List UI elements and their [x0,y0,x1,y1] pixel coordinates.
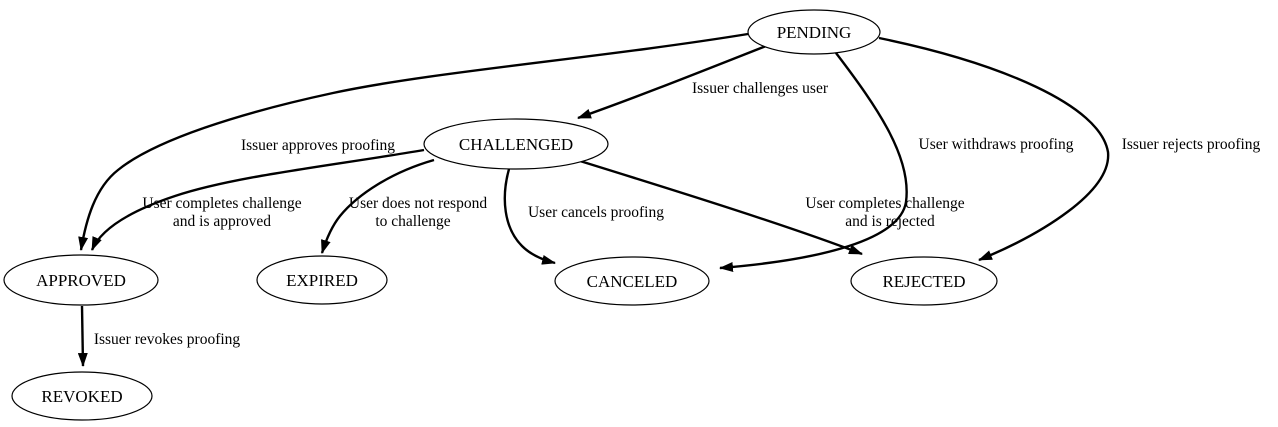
state-label-expired: EXPIRED [286,271,358,290]
nodes: PENDING CHALLENGED APPROVED EXPIRED CANC… [3,9,998,421]
state-node-expired: EXPIRED [256,255,388,305]
edge-label-issuer-approves-proofing: Issuer approves proofing [241,137,395,154]
edge-challenged-canceled [503,168,556,265]
edge-label-user-completes-challenge-approved: User completes challenge and is approved [142,195,301,230]
edge-pending-canceled [719,52,908,272]
state-node-approved: APPROVED [3,254,159,306]
edge-challenged-rejected [579,159,863,256]
state-label-rejected: REJECTED [882,272,965,291]
edge-label-line: and is approved [173,213,271,230]
state-label-revoked: REVOKED [41,387,122,406]
state-node-canceled: CANCELED [554,256,710,306]
edge-pending-rejected [878,36,1110,262]
edge-label-user-completes-challenge-rejected: User completes challenge and is rejected [805,195,964,230]
state-ellipse-rejected [850,256,998,306]
state-ellipse-revoked [11,371,153,421]
state-label-approved: APPROVED [36,271,126,290]
edge-label-user-withdraws-proofing: User withdraws proofing [919,136,1074,153]
state-ellipse-pending [747,9,881,55]
state-ellipse-approved [3,254,159,306]
edge-pending-approved [78,32,749,251]
state-node-rejected: REJECTED [850,256,998,306]
edge-pending-challenged [577,44,767,120]
edge-challenged-expired [320,158,435,254]
edge-label-line: User completes challenge [142,195,301,212]
edge-challenged-approved [90,148,425,251]
edge-label-line: User does not respond [349,195,487,212]
edge-label-issuer-rejects-proofing: Issuer rejects proofing [1122,136,1261,153]
edge-label-line: to challenge [375,213,450,230]
edge-labels: Issuer challenges user Issuer approves p… [94,80,1261,348]
state-label-canceled: CANCELED [587,272,678,291]
state-node-challenged: CHALLENGED [423,118,609,170]
state-label-challenged: CHALLENGED [459,135,573,154]
state-label-pending: PENDING [777,23,852,42]
state-ellipse-expired [256,255,388,305]
edge-label-issuer-revokes-proofing: Issuer revokes proofing [94,331,241,348]
edges [77,32,1110,367]
edge-label-user-does-not-respond: User does not respond to challenge [349,195,487,230]
state-node-revoked: REVOKED [11,371,153,421]
edge-label-user-cancels-proofing: User cancels proofing [528,204,664,221]
state-ellipse-canceled [554,256,710,306]
edge-label-line: and is rejected [845,213,935,230]
state-node-pending: PENDING [747,9,881,55]
state-ellipse-challenged [423,118,609,170]
edge-label-line: User completes challenge [805,195,964,212]
edge-label-issuer-challenges-user: Issuer challenges user [692,80,829,97]
edge-approved-revoked [77,305,88,367]
